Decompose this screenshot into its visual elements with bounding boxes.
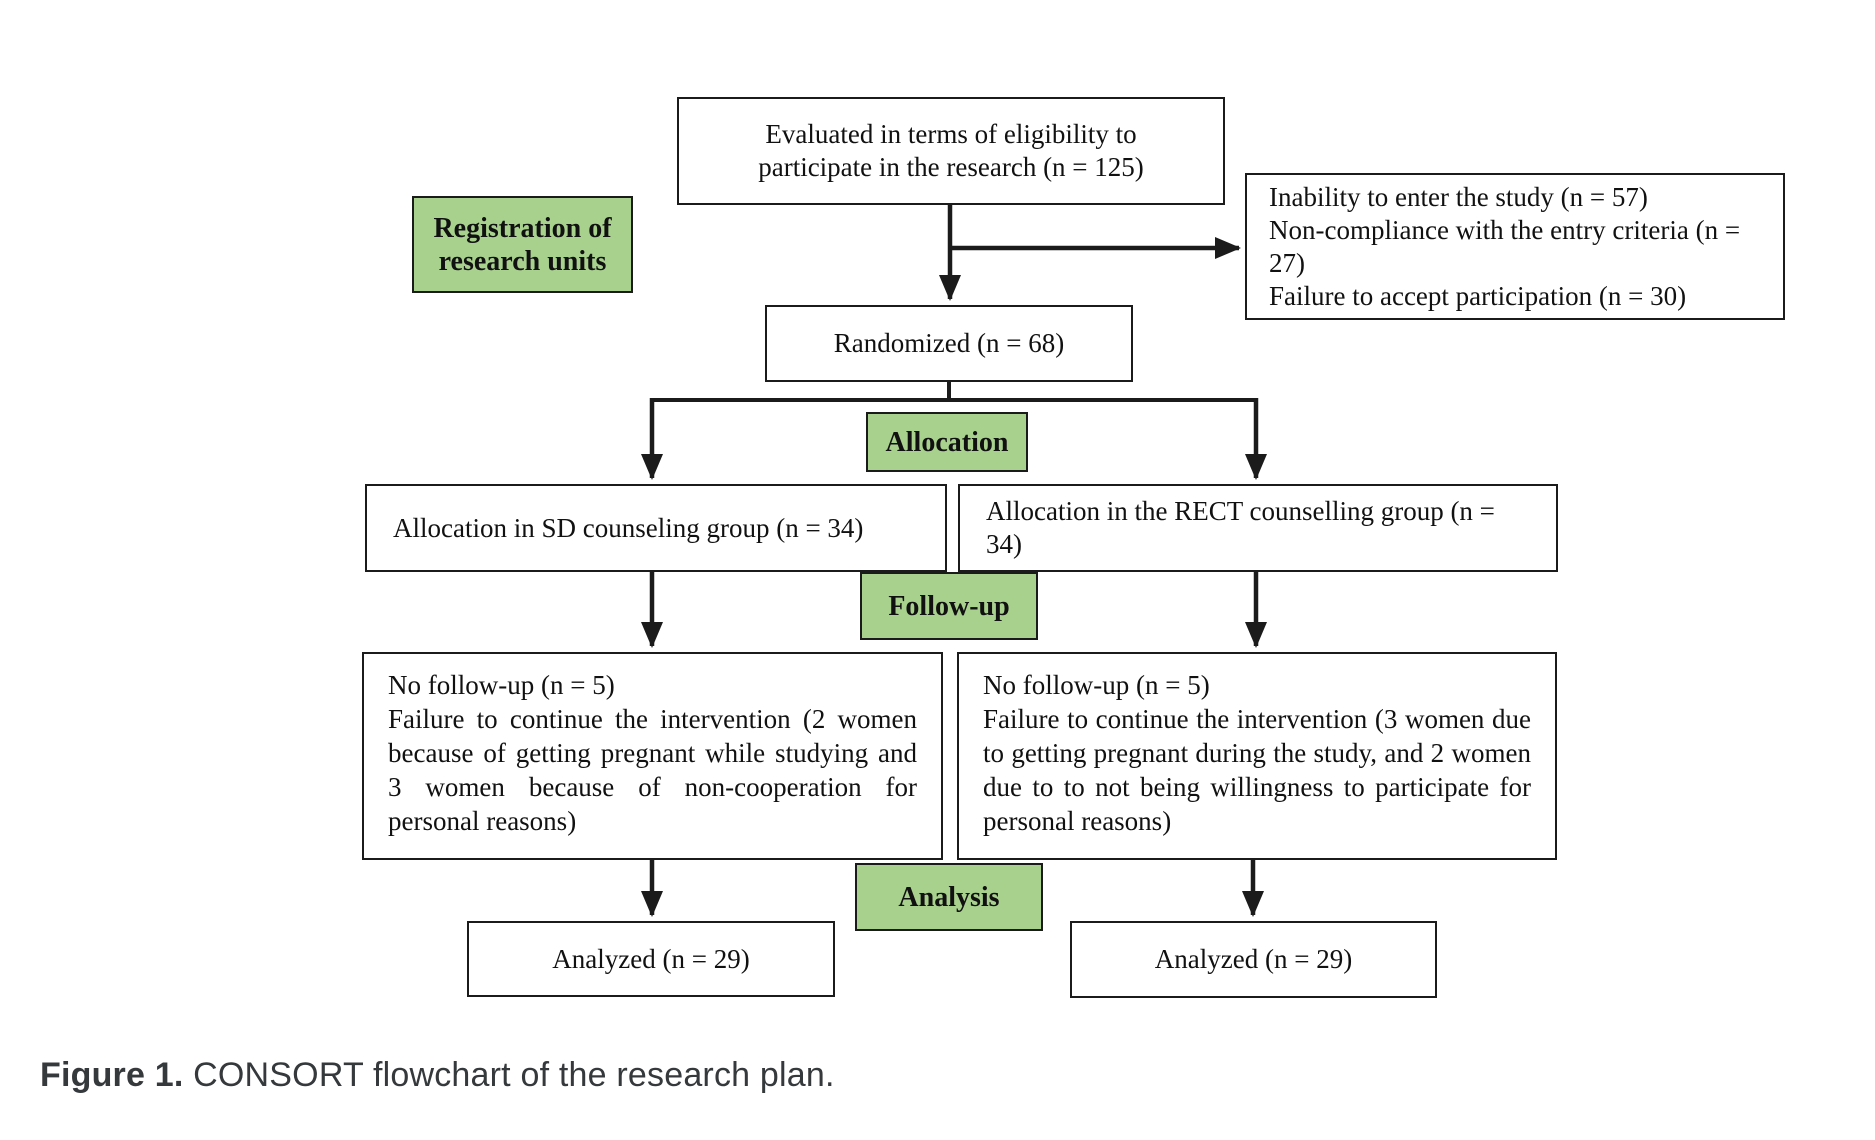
box-allocation-rect-group: Allocation in the RECT counselling group… bbox=[958, 484, 1558, 572]
box-randomized-text: Randomized (n = 68) bbox=[833, 328, 1065, 358]
stage-label-analysis: Analysis bbox=[855, 863, 1043, 931]
box-evaluated: Evaluated in terms of eligibility to par… bbox=[677, 97, 1225, 205]
followup-rect-line1: No follow-up (n = 5) bbox=[983, 670, 1210, 700]
box-randomized: Randomized (n = 68) bbox=[765, 305, 1133, 382]
exclusion-line: Non-compliance with the entry criteria (… bbox=[1269, 214, 1741, 278]
box-followup-sd-group: No follow-up (n = 5) Failure to continue… bbox=[362, 652, 943, 860]
box-analyzed-sd-text: Analyzed (n = 29) bbox=[552, 943, 750, 974]
box-allocation-sd-group: Allocation in SD counseling group (n = 3… bbox=[365, 484, 947, 572]
stage-label-allocation-text: Allocation bbox=[885, 426, 1009, 458]
box-allocation-rect-text: Allocation in the RECT counselling group… bbox=[986, 496, 1495, 559]
box-analyzed-rect-text: Analyzed (n = 29) bbox=[1154, 944, 1353, 974]
box-analyzed-rect: Analyzed (n = 29) bbox=[1070, 921, 1437, 998]
box-exclusions: Inability to enter the study (n = 57) No… bbox=[1245, 173, 1785, 320]
exclusion-line: Inability to enter the study (n = 57) bbox=[1269, 181, 1648, 212]
followup-sd-line2: Failure to continue the intervention (2 … bbox=[388, 704, 917, 836]
box-followup-rect-group: No follow-up (n = 5) Failure to continue… bbox=[957, 652, 1557, 860]
stage-label-followup: Follow-up bbox=[860, 572, 1038, 640]
box-allocation-sd-text: Allocation in SD counseling group (n = 3… bbox=[393, 512, 864, 543]
figure-caption-text: CONSORT flowchart of the research plan. bbox=[183, 1056, 835, 1094]
box-evaluated-text: Evaluated in terms of eligibility to par… bbox=[758, 119, 1144, 182]
stage-label-registration-text: Registration of research units bbox=[433, 212, 612, 277]
box-analyzed-sd: Analyzed (n = 29) bbox=[467, 921, 835, 997]
stage-label-analysis-text: Analysis bbox=[898, 881, 1000, 913]
figure-caption-label: Figure 1. bbox=[40, 1056, 184, 1094]
stage-label-followup-text: Follow-up bbox=[888, 590, 1010, 622]
followup-rect-line2: Failure to continue the intervention (3 … bbox=[983, 704, 1531, 836]
stage-label-allocation: Allocation bbox=[866, 412, 1028, 472]
followup-sd-line1: No follow-up (n = 5) bbox=[388, 670, 615, 700]
figure-caption: Figure 1. CONSORT flowchart of the resea… bbox=[40, 1056, 835, 1095]
exclusion-line: Failure to accept participation (n = 30) bbox=[1269, 280, 1687, 311]
stage-label-registration: Registration of research units bbox=[412, 196, 633, 293]
connector-randomized-split bbox=[652, 382, 1256, 402]
